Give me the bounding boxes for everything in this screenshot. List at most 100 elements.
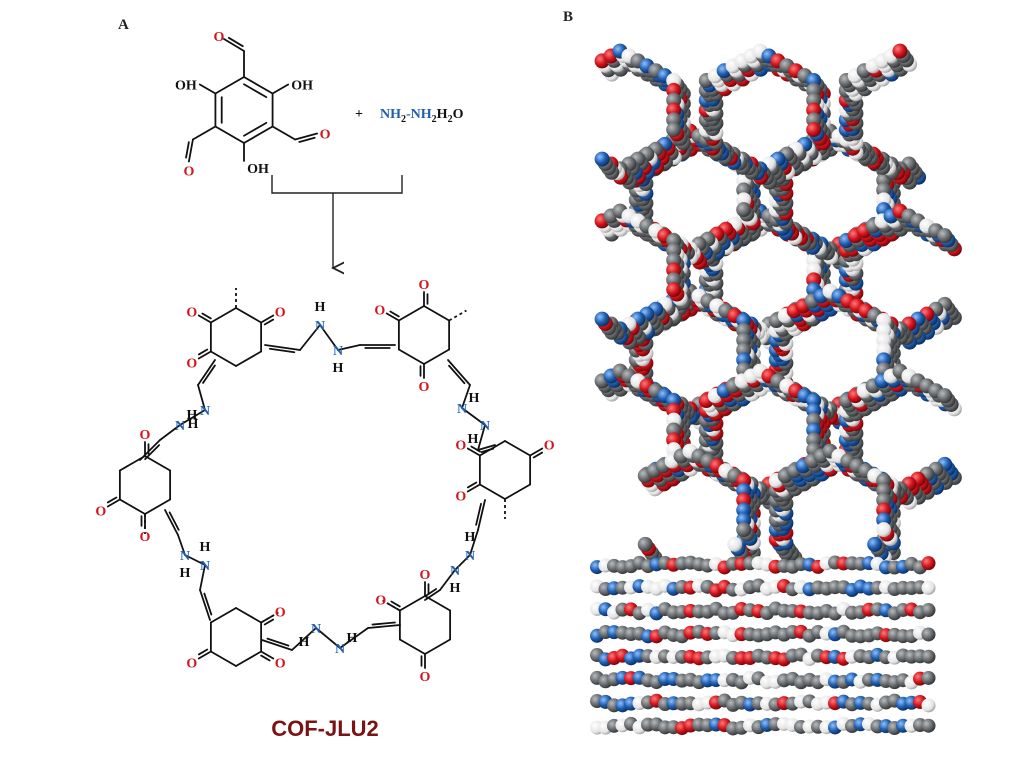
hydroxyl-bond: [271, 83, 290, 95]
keto-bond: [197, 348, 209, 356]
exocyclic-double-bond: [199, 589, 211, 621]
hydrazine-hydrate-reagent: + NH2-NH2H2O: [355, 107, 464, 125]
linker-bond: [461, 384, 471, 409]
keto-bond: [106, 496, 118, 504]
layer-atom-sphere: [921, 670, 936, 685]
keto-oxygen: O: [275, 306, 286, 321]
reaction-arrow: [271, 175, 403, 268]
linker-bond: [439, 569, 456, 591]
atom-sphere: [867, 536, 883, 552]
exocyclic-double-bond: [266, 637, 290, 647]
hydrazine-nitrogen: N: [480, 419, 490, 434]
hydrazine-bond: [461, 407, 486, 426]
layer-atom-sphere: [921, 698, 936, 713]
keto-oxygen: O: [375, 594, 386, 609]
keto-oxygen: O: [420, 670, 431, 685]
atom-sphere: [594, 311, 610, 327]
hydrazine-nitrogen: N: [333, 344, 343, 359]
keto-oxygen: O: [186, 357, 197, 372]
ring-bond: [209, 350, 237, 367]
hydrazine-nitrogen: N: [335, 642, 345, 657]
layer-atom-sphere: [921, 627, 936, 642]
keto-bond: [260, 314, 275, 324]
exocyclic-double-bond: [424, 589, 441, 601]
layer-atom-sphere: [921, 718, 936, 733]
ring-bond: [397, 305, 425, 322]
ring-bond: [397, 348, 425, 365]
ring-bond: [424, 595, 452, 612]
exocyclic-double-bond: [424, 588, 437, 597]
macrocycle-bonds: [106, 288, 544, 669]
atom-sphere: [736, 202, 752, 218]
keto-bond: [532, 451, 544, 459]
layer-atom-sphere: [921, 580, 936, 595]
nh-hydrogen: H: [468, 432, 479, 447]
hydrazine-bond: [454, 554, 471, 571]
hydrazine-nitrogen: N: [450, 564, 460, 579]
aldehyde-oxygen: O: [320, 128, 331, 143]
ring-bond: [478, 483, 506, 500]
nh-hydrogen: H: [187, 408, 198, 423]
keto-bond: [197, 650, 212, 660]
nh-hydrogen: H: [450, 581, 461, 596]
panel-label-b: B: [563, 9, 573, 25]
exocyclic-double-bond: [203, 592, 213, 616]
extension-bond: [448, 309, 467, 322]
ring-bond: [235, 650, 263, 667]
keto-bond: [260, 654, 271, 662]
linker-bond: [199, 564, 206, 591]
keto-bond: [390, 600, 401, 608]
ring-bond: [144, 455, 172, 472]
exocyclic-double-bond: [168, 511, 180, 531]
ring-bond: [209, 307, 237, 324]
keto-oxygen: O: [95, 505, 106, 520]
exocyclic-double-bond: [475, 502, 482, 526]
ring-bond: [209, 607, 237, 624]
carbonyl-bond: [298, 136, 316, 143]
nh-hydrogen: H: [465, 530, 476, 545]
linker-bond: [339, 627, 369, 649]
aldehyde-bond: [192, 125, 217, 141]
panel-label-a: A: [118, 17, 129, 33]
aldehyde-oxygen: O: [183, 165, 194, 180]
ring-bond: [424, 638, 452, 655]
exocyclic-double-bond: [448, 364, 466, 385]
keto-bond: [197, 314, 212, 324]
ring-bond-inner: [243, 83, 268, 99]
product-name-label: COF-JLU2: [271, 716, 379, 741]
keto-bond: [466, 447, 481, 457]
carbonyl-bond: [227, 36, 244, 48]
hydrazine-bond: [315, 627, 341, 649]
ring-bond: [243, 76, 274, 95]
keto-oxygen: O: [275, 657, 286, 672]
exocyclic-double-bond: [367, 624, 401, 629]
hydroxyl-bond: [198, 83, 217, 95]
keto-oxygen: O: [374, 304, 385, 319]
ring-bond: [144, 498, 172, 515]
linker-bond: [477, 424, 486, 451]
atom-sphere: [892, 43, 908, 59]
nh-hydrogen: H: [315, 300, 326, 315]
keto-bond: [466, 483, 481, 493]
hydrazine-nitrogen: N: [465, 549, 475, 564]
ring-bond-inner: [243, 121, 268, 137]
plus-sign: +: [355, 107, 363, 122]
keto-oxygen: O: [186, 657, 197, 672]
keto-bond: [529, 447, 544, 457]
carbonyl-bond: [294, 132, 318, 141]
ring-bond: [235, 307, 263, 324]
ring-bond: [398, 595, 426, 612]
atom-sphere: [666, 122, 682, 138]
hydrazine-nitrogen: N: [175, 419, 185, 434]
hydrazine-bond: [179, 409, 206, 426]
keto-bond: [389, 310, 400, 318]
keto-oxygen: O: [419, 380, 430, 395]
ring-bond: [504, 440, 532, 457]
exocyclic-double-bond: [197, 359, 216, 386]
exocyclic-double-bond: [477, 499, 486, 531]
linker-bond: [469, 529, 479, 556]
exocyclic-double-bond: [144, 444, 161, 461]
linker-bond: [299, 324, 321, 351]
